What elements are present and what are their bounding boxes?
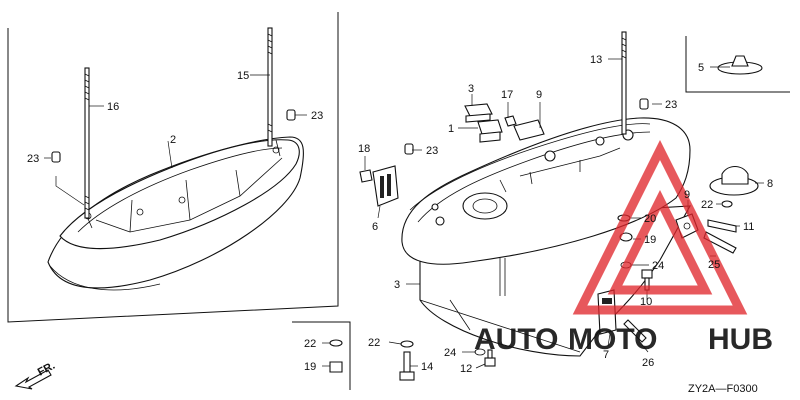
callout-14: 14	[421, 361, 433, 373]
part-5-inset-box	[685, 36, 790, 93]
callout-17: 17	[501, 89, 513, 101]
part-23-pin-left-b	[286, 109, 296, 121]
part-23-pin-left-a	[51, 151, 61, 163]
callout-5: 5	[698, 62, 704, 74]
callout-13: 13	[590, 54, 602, 66]
callout-22-right: 22	[701, 199, 713, 211]
watermark-word-auto: AUTO	[474, 323, 558, 356]
watermark-word-hub: HUB	[708, 323, 773, 356]
part-14-bolt	[399, 351, 415, 381]
callout-12: 12	[460, 363, 472, 375]
part-12-plug	[484, 349, 496, 367]
callout-21: 20	[644, 213, 656, 225]
part-17-nut	[504, 115, 517, 127]
watermark-word-moto: MOTO	[568, 323, 657, 356]
part-22-washer-lower	[400, 340, 414, 348]
part-9-plate-upper	[513, 119, 545, 141]
watermark-triangle-inner	[607, 189, 713, 295]
part-15-stud	[267, 27, 273, 147]
leaders-left	[44, 74, 307, 206]
part-16-stud	[84, 67, 90, 219]
callout-9-lower: 9	[684, 189, 690, 201]
watermark-triangle-outer	[572, 139, 748, 315]
callout-19: 19	[304, 361, 316, 373]
part-4-rubber-mount	[464, 103, 493, 123]
front-direction-arrow	[14, 369, 52, 390]
callout-1: 1	[448, 123, 454, 135]
part-22-washer-right	[721, 200, 733, 208]
callout-9-upper: 9	[536, 89, 542, 101]
watermark-logo	[572, 139, 748, 315]
callout-18: 18	[358, 143, 370, 155]
diagram-code: ZY2A—F0300	[688, 383, 758, 395]
part-23-pin-right-a	[404, 143, 414, 155]
callout-24-lower: 24	[444, 347, 456, 359]
callout-22-lower: 22	[368, 337, 380, 349]
callout-2: 2	[170, 134, 176, 146]
part-26-pin	[623, 319, 647, 343]
callout-25: 25	[708, 259, 720, 271]
left-panel	[7, 12, 339, 323]
part-2-upper-cover	[47, 136, 304, 291]
callout-23-right-b: 23	[665, 99, 677, 111]
callout-3: 3	[394, 279, 400, 291]
callout-10: 10	[640, 296, 652, 308]
kit-22-19-box	[292, 321, 351, 390]
part-18-nut	[359, 169, 373, 183]
callout-23-left-a: 23	[27, 153, 39, 165]
part-11-bolt	[707, 219, 737, 233]
callout-6: 6	[372, 221, 378, 233]
callout-11: 11	[743, 221, 754, 233]
callout-20: 19	[644, 234, 656, 246]
part-23-pin-right-b	[639, 98, 649, 110]
part-1-rubber-mount	[477, 119, 503, 143]
watermark-wordmark: AUTO MOTO HUB	[474, 323, 773, 356]
callout-26: 26	[642, 357, 654, 369]
callout-23-left-b: 23	[311, 110, 323, 122]
callout-labels: 16 15 2 23 23 3 1 17 9 13 23 23 18 6 5 8…	[27, 54, 773, 395]
part-8-anode	[709, 165, 759, 196]
callout-24-right: 24	[652, 260, 664, 272]
callout-8: 8	[767, 178, 773, 190]
callout-16: 16	[107, 101, 119, 113]
part-10-bolt	[641, 269, 653, 291]
part-13-stud	[621, 31, 627, 135]
callout-22-box: 22	[304, 338, 316, 350]
callout-4: 3	[468, 83, 474, 95]
direction-label: FR.	[36, 360, 57, 379]
part-6-bracket	[372, 165, 399, 207]
callout-23-right-a: 23	[426, 145, 438, 157]
callout-15: 15	[237, 70, 249, 82]
callout-7: 7	[603, 349, 609, 361]
